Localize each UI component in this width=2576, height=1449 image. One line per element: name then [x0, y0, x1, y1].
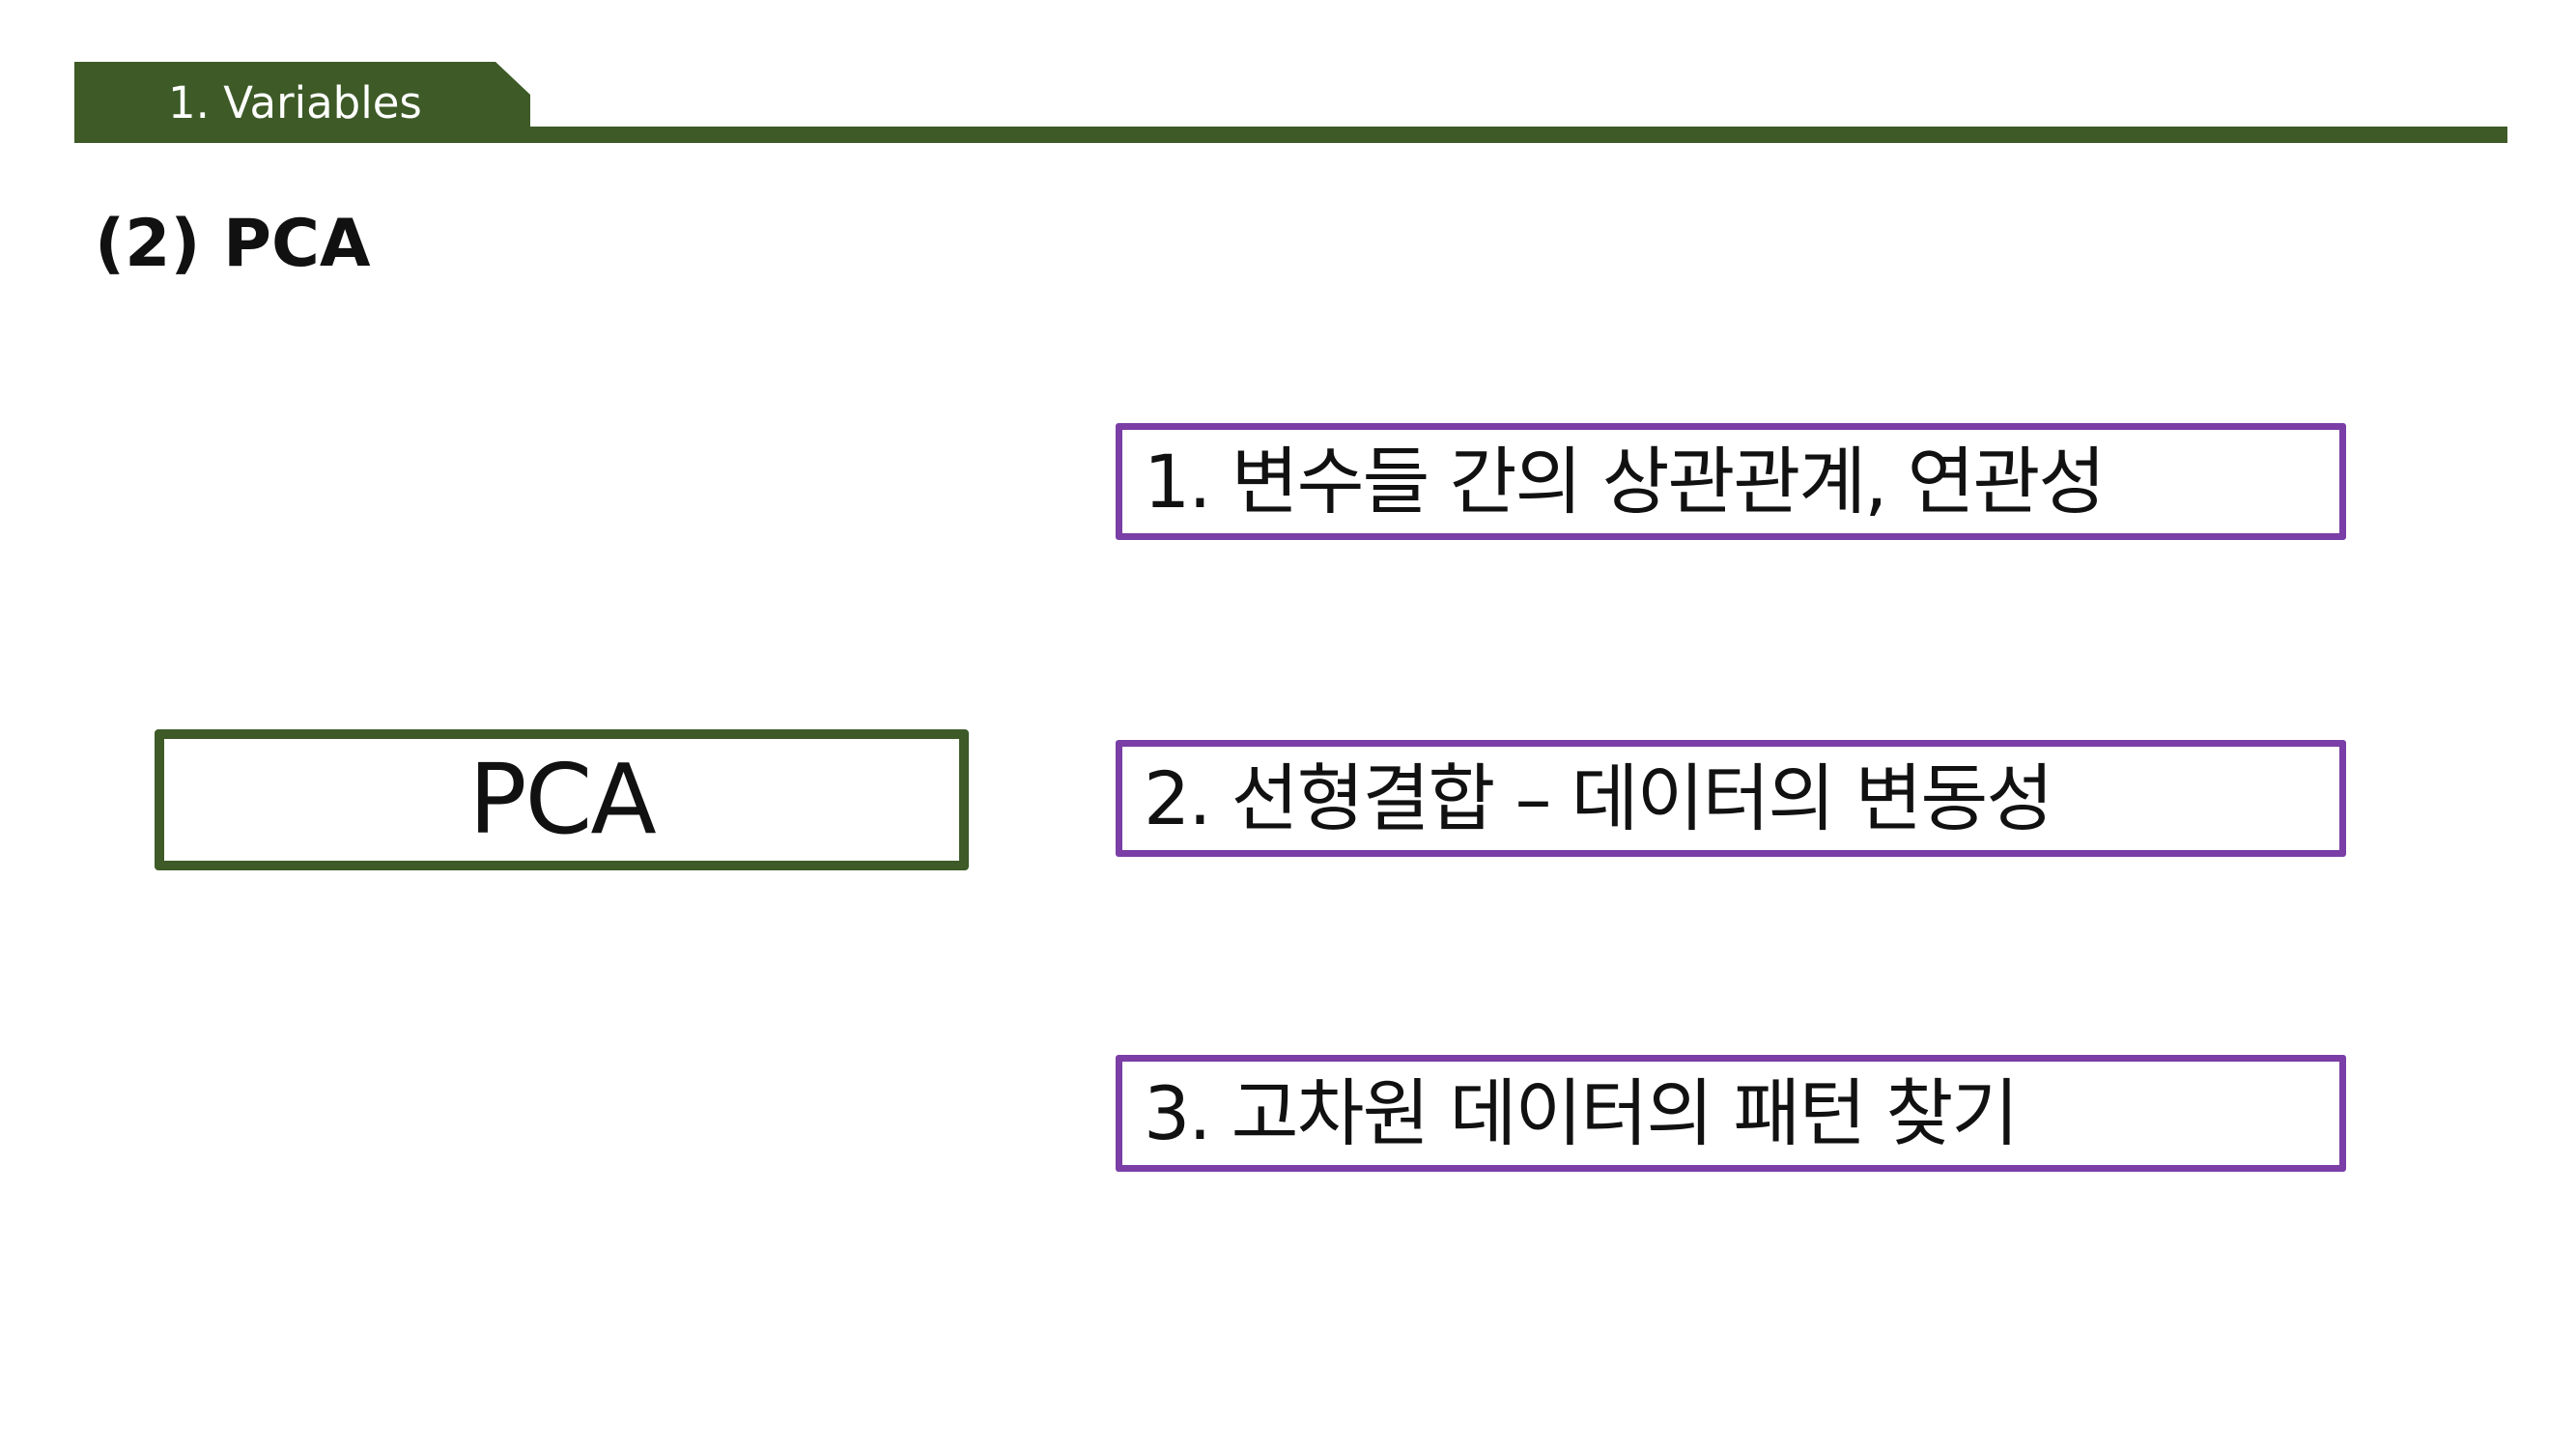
item-box-correlation: 1. 변수들 간의 상관관계, 연관성: [1116, 423, 2346, 540]
pca-center-box: PCA: [155, 729, 969, 870]
item-label-correlation: 1. 변수들 간의 상관관계, 연관성: [1144, 438, 2106, 525]
item-label-linear-combination: 2. 선형결합 – 데이터의 변동성: [1144, 754, 2053, 841]
item-label-high-dimensional-patterns: 3. 고차원 데이터의 패턴 찾기: [1144, 1069, 2019, 1156]
section-tab-label: 1. Variables: [168, 77, 422, 128]
section-tab: [74, 62, 530, 137]
pca-center-label: PCA: [468, 743, 657, 856]
header-rule: [74, 127, 2507, 143]
item-box-linear-combination: 2. 선형결합 – 데이터의 변동성: [1116, 740, 2346, 857]
item-box-high-dimensional-patterns: 3. 고차원 데이터의 패턴 찾기: [1116, 1055, 2346, 1172]
slide-title: (2) PCA: [95, 206, 371, 282]
